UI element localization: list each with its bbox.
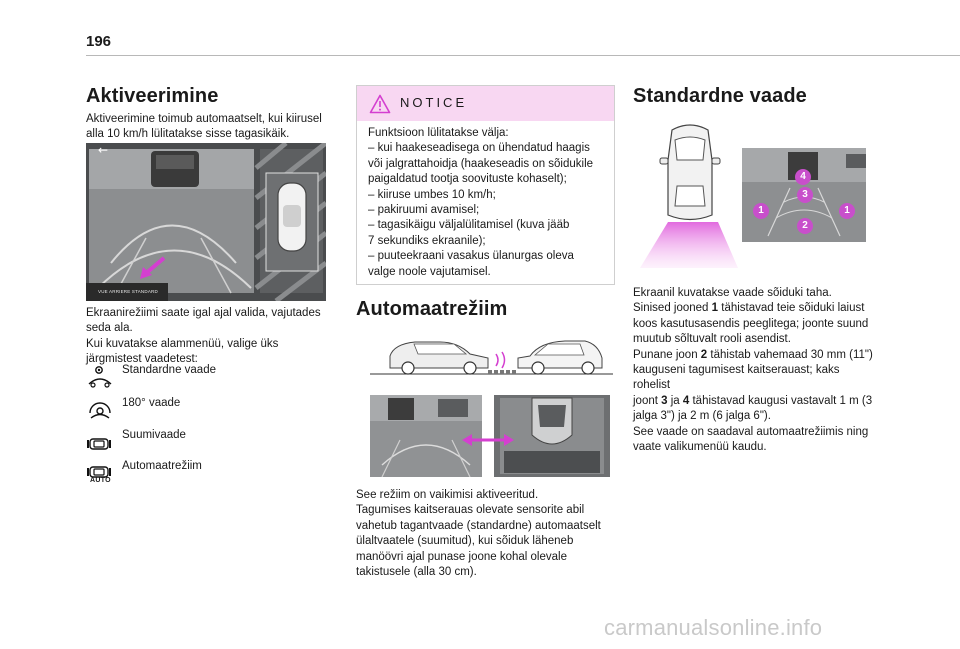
marker-label: 2 — [802, 220, 808, 231]
view-label-auto: Automaatrežiim — [122, 460, 202, 472]
view-label-standard: Standardne vaade — [122, 364, 216, 376]
marker-label: 1 — [758, 205, 764, 216]
standard-view-line: jalga 3") ja 2 m (6 jalga 6"). — [633, 410, 771, 423]
notice-line: – pakiruumi avamisel; — [368, 204, 480, 217]
notice-line: – kui haakeseadisega on ühendatud haagis — [368, 142, 590, 155]
view-label-180: 180° vaade — [122, 397, 181, 409]
marker-badge: 2 — [797, 218, 813, 234]
modes-text-1: Ekraanirežiimi saate igal ajal valida, v… — [86, 307, 321, 335]
standard-view-line: Punane joon 2 tähistab vahemaad 30 mm (1… — [633, 348, 878, 363]
marker-badge: 1 — [839, 203, 855, 219]
text-run: tähistavad teie sõiduki laiust — [718, 302, 865, 315]
notice-line: 7 sekundiks ekraanile); — [368, 234, 486, 247]
notice-line: või jalgrattahoidja (haakeseadis on sõid… — [368, 157, 594, 170]
standard-view-line: vaate valikumenüü kaudu. — [633, 441, 767, 454]
marker-badge: 3 — [797, 187, 813, 203]
notice-box: NOTICE Funktsioon lülitatakse välja: – k… — [356, 85, 615, 285]
standard-view-line: koos kasutusasendis peeglitega; joonte s… — [633, 317, 869, 330]
marker-label: 1 — [844, 205, 850, 216]
standard-view-line: kauguseni tagumisest kaitserauast; kaks … — [633, 364, 840, 392]
auto-mode-description: See režiim on vaikimisi aktiveeritud. Ta… — [356, 488, 616, 580]
page-number: 196 — [86, 33, 112, 50]
notice-line: paigaldatud tootja soovituste kohaselt); — [368, 173, 567, 186]
auto-mode-zoom-view-image — [494, 395, 610, 477]
screen-banner-label: VUE ARRIERE STANDARD — [98, 289, 158, 294]
auto-mode-line: vahetub tagantvaade (standardne) automaa… — [356, 519, 601, 532]
marker-label: 3 — [802, 189, 808, 200]
notice-line: – puuteekraani vasakus ülanurgas oleva — [368, 250, 574, 263]
marker-badge: 4 — [795, 169, 811, 185]
notice-line: Funktsioon lülitatakse välja: — [368, 127, 509, 139]
view-option-zoom: Suumivaade — [86, 429, 326, 457]
standard-view-line: See vaade on saadaval automaatrežiimis n… — [633, 425, 869, 438]
activation-title: Aktiveerimine — [86, 85, 219, 107]
standard-view-camera-image: 4 3 1 1 2 — [742, 148, 866, 242]
notice-line: – kiiruse umbes 10 km/h; — [368, 188, 496, 201]
auto-mode-rear-view-image — [370, 395, 482, 477]
marker-label: 4 — [800, 171, 806, 182]
notice-text: Funktsioon lülitatakse välja: – kui haak… — [368, 126, 608, 280]
standard-view-line: joont 3 ja 4 tähistavad kaugusi vastaval… — [633, 394, 878, 409]
notice-title: NOTICE — [400, 95, 468, 110]
modes-text-2: Kui kuvatakse alammenüü, valige üks järg… — [86, 338, 279, 366]
standard-view-line: muutub sõltuvalt rooli asendist. — [633, 333, 791, 346]
notice-line: – tagasikäigu väljalülitamisel (kuva jää… — [368, 219, 570, 232]
auto-mode-title: Automaatrežiim — [356, 298, 508, 320]
view-option-180: 180° vaade — [86, 397, 326, 425]
standard-view-title: Standardne vaade — [633, 85, 807, 107]
top-rule — [86, 55, 960, 56]
svg-text:←: ← — [98, 143, 108, 157]
bold-ref: 1 — [711, 302, 719, 315]
auto-mode-line: See režiim on vaikimisi aktiveeritud. — [356, 489, 539, 501]
view-label-zoom: Suumivaade — [122, 429, 186, 441]
top-view-car-illustration — [640, 120, 740, 272]
standard-view-description: Ekraanil kuvatakse vaade sõiduki taha. S… — [633, 286, 878, 455]
text-run: joont — [633, 394, 662, 407]
text-run: ja — [667, 394, 683, 407]
auto-mode-line: takistusele (alla 30 cm). — [356, 566, 477, 579]
standard-view-line: Sinised jooned 1 tähistavad teie sõiduki… — [633, 301, 878, 316]
auto-mode-icon — [87, 466, 111, 478]
auto-mode-line: Tagumises kaitserauas olevate sensorite … — [356, 504, 585, 517]
view-option-standard: Standardne vaade — [86, 364, 326, 392]
car-approach-illustration — [370, 330, 613, 378]
text-run: tähistavad kaugusi vastavalt 1 m (3 — [689, 394, 873, 407]
auto-mode-line: manöövri ajal punase joone kohal olevale — [356, 550, 567, 563]
bold-ref: 4 — [682, 394, 690, 407]
zoom-view-icon — [87, 438, 111, 450]
auto-mode-line: ülaltvaatele (suumitud), kui sõiduk lähe… — [356, 535, 574, 548]
marker-badge: 1 — [753, 203, 769, 219]
text-run: Punane joon — [633, 348, 701, 361]
standard-view-line: Ekraanil kuvatakse vaade sõiduki taha. — [633, 287, 832, 299]
text-run: Sinised jooned — [633, 302, 712, 315]
auto-icon-text: AUTO — [90, 477, 111, 484]
double-arrow-icon — [462, 434, 514, 446]
notice-header: NOTICE — [357, 86, 614, 121]
view-180-icon — [89, 402, 111, 419]
rear-camera-screen-illustration: ← VUE ARRIERE STANDARD — [86, 143, 326, 301]
view-option-auto: AUTO Automaatrežiim — [86, 460, 326, 488]
notice-line: valge noole vajutamisel. — [368, 265, 491, 278]
activation-intro: Aktiveerimine toimub automaatselt, kui k… — [86, 113, 322, 141]
standard-view-icon — [88, 366, 112, 388]
warning-triangle-icon — [369, 94, 391, 114]
bold-ref: 3 — [661, 394, 668, 407]
text-run: tähistab vahemaad 30 mm (11") — [707, 348, 873, 361]
site-watermark: carmanualsonline.info — [604, 615, 823, 640]
bold-ref: 2 — [700, 348, 708, 361]
